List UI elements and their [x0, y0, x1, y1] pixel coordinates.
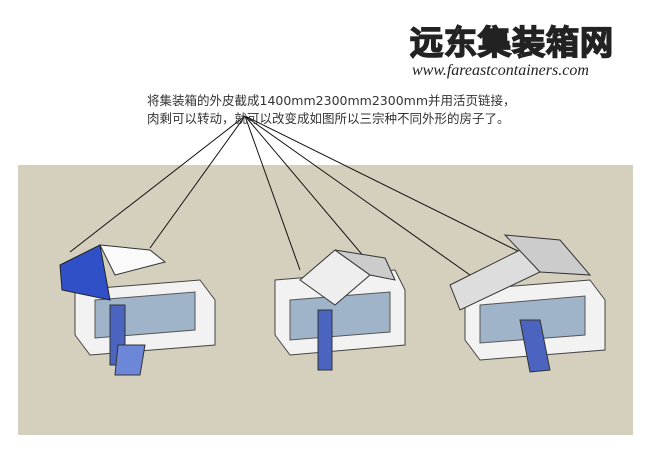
caption-line-2: 肉剩可以转动，就可以改变成如图所以三宗种不同外形的房子了。: [147, 111, 510, 126]
house-1: [59, 244, 216, 376]
pointer-lines: [69, 115, 541, 276]
logo-title: 远东集装箱网: [409, 22, 614, 63]
house-3: [449, 234, 606, 373]
house-2: [274, 249, 406, 371]
logo-url: www.fareastcontainers.com: [412, 62, 589, 79]
caption-line-1: 将集装箱的外皮截成1400mm2300mm2300mm并用活页链接，: [147, 93, 516, 108]
